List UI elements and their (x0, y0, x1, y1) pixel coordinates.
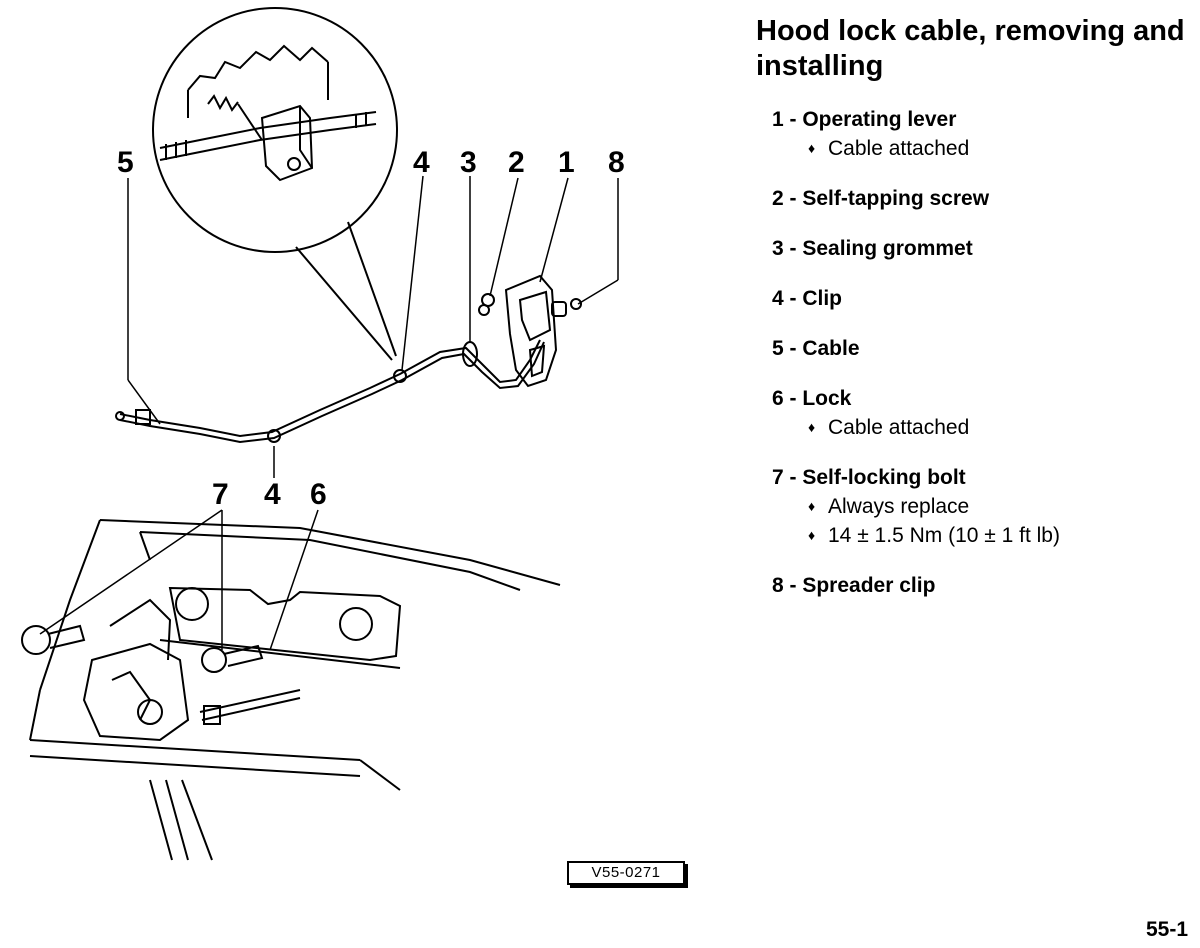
figure-reference-label: V55-0271 (567, 861, 685, 885)
part-note: Cable attached (808, 413, 1186, 442)
part-label: 2 - Self-tapping screw (772, 187, 990, 210)
part-note: Cable attached (808, 134, 1186, 163)
part-label: 4 - Clip (772, 287, 843, 310)
part-item: 6 - LockCable attached (772, 385, 1186, 442)
part-label: 5 - Cable (772, 337, 860, 360)
callout-4-upper: 4 (413, 146, 430, 179)
parts-list: 1 - Operating leverCable attached 2 - Sel… (756, 106, 1186, 600)
part-item: 8 - Spreader clip (772, 572, 1186, 600)
callout-6: 6 (310, 478, 327, 511)
callout-1: 1 (558, 146, 575, 179)
part-note: 14 ± 1.5 Nm (10 ± 1 ft lb) (808, 521, 1186, 550)
exploded-view-illustration: 5 4 3 2 1 8 7 4 6 (21, 7, 625, 861)
page-title: Hood lock cable, removing and installing (756, 15, 1185, 82)
part-label: 3 - Sealing grommet (772, 237, 973, 260)
part-note: Always replace (808, 492, 1186, 521)
part-item: 1 - Operating leverCable attached (772, 106, 1186, 163)
part-item: 3 - Sealing grommet (772, 235, 1186, 263)
lock-assembly-drawing (21, 519, 561, 861)
part-item: 2 - Self-tapping screw (772, 185, 1186, 213)
callout-7: 7 (212, 478, 229, 511)
operating-lever-drawing (478, 274, 582, 388)
callout-2: 2 (508, 146, 525, 179)
callout-5: 5 (117, 146, 134, 179)
cable-drawing (115, 339, 545, 444)
legend-column: Hood lock cable, removing and installing… (756, 14, 1186, 622)
callout-3: 3 (460, 146, 477, 179)
part-label: 6 - Lock (772, 387, 852, 410)
page-number: 55-1 (1145, 918, 1188, 941)
part-label: 7 - Self-locking bolt (772, 466, 966, 489)
callout-4-lower: 4 (264, 478, 281, 511)
part-label: 8 - Spreader clip (772, 574, 936, 597)
part-label: 1 - Operating lever (772, 108, 957, 131)
callout-8: 8 (608, 146, 625, 179)
part-item: 4 - Clip (772, 285, 1186, 313)
part-item: 5 - Cable (772, 335, 1186, 363)
detail-inset (152, 7, 398, 361)
leader-lines (39, 175, 619, 651)
part-item: 7 - Self-locking boltAlways replace14 ± … (772, 464, 1186, 550)
